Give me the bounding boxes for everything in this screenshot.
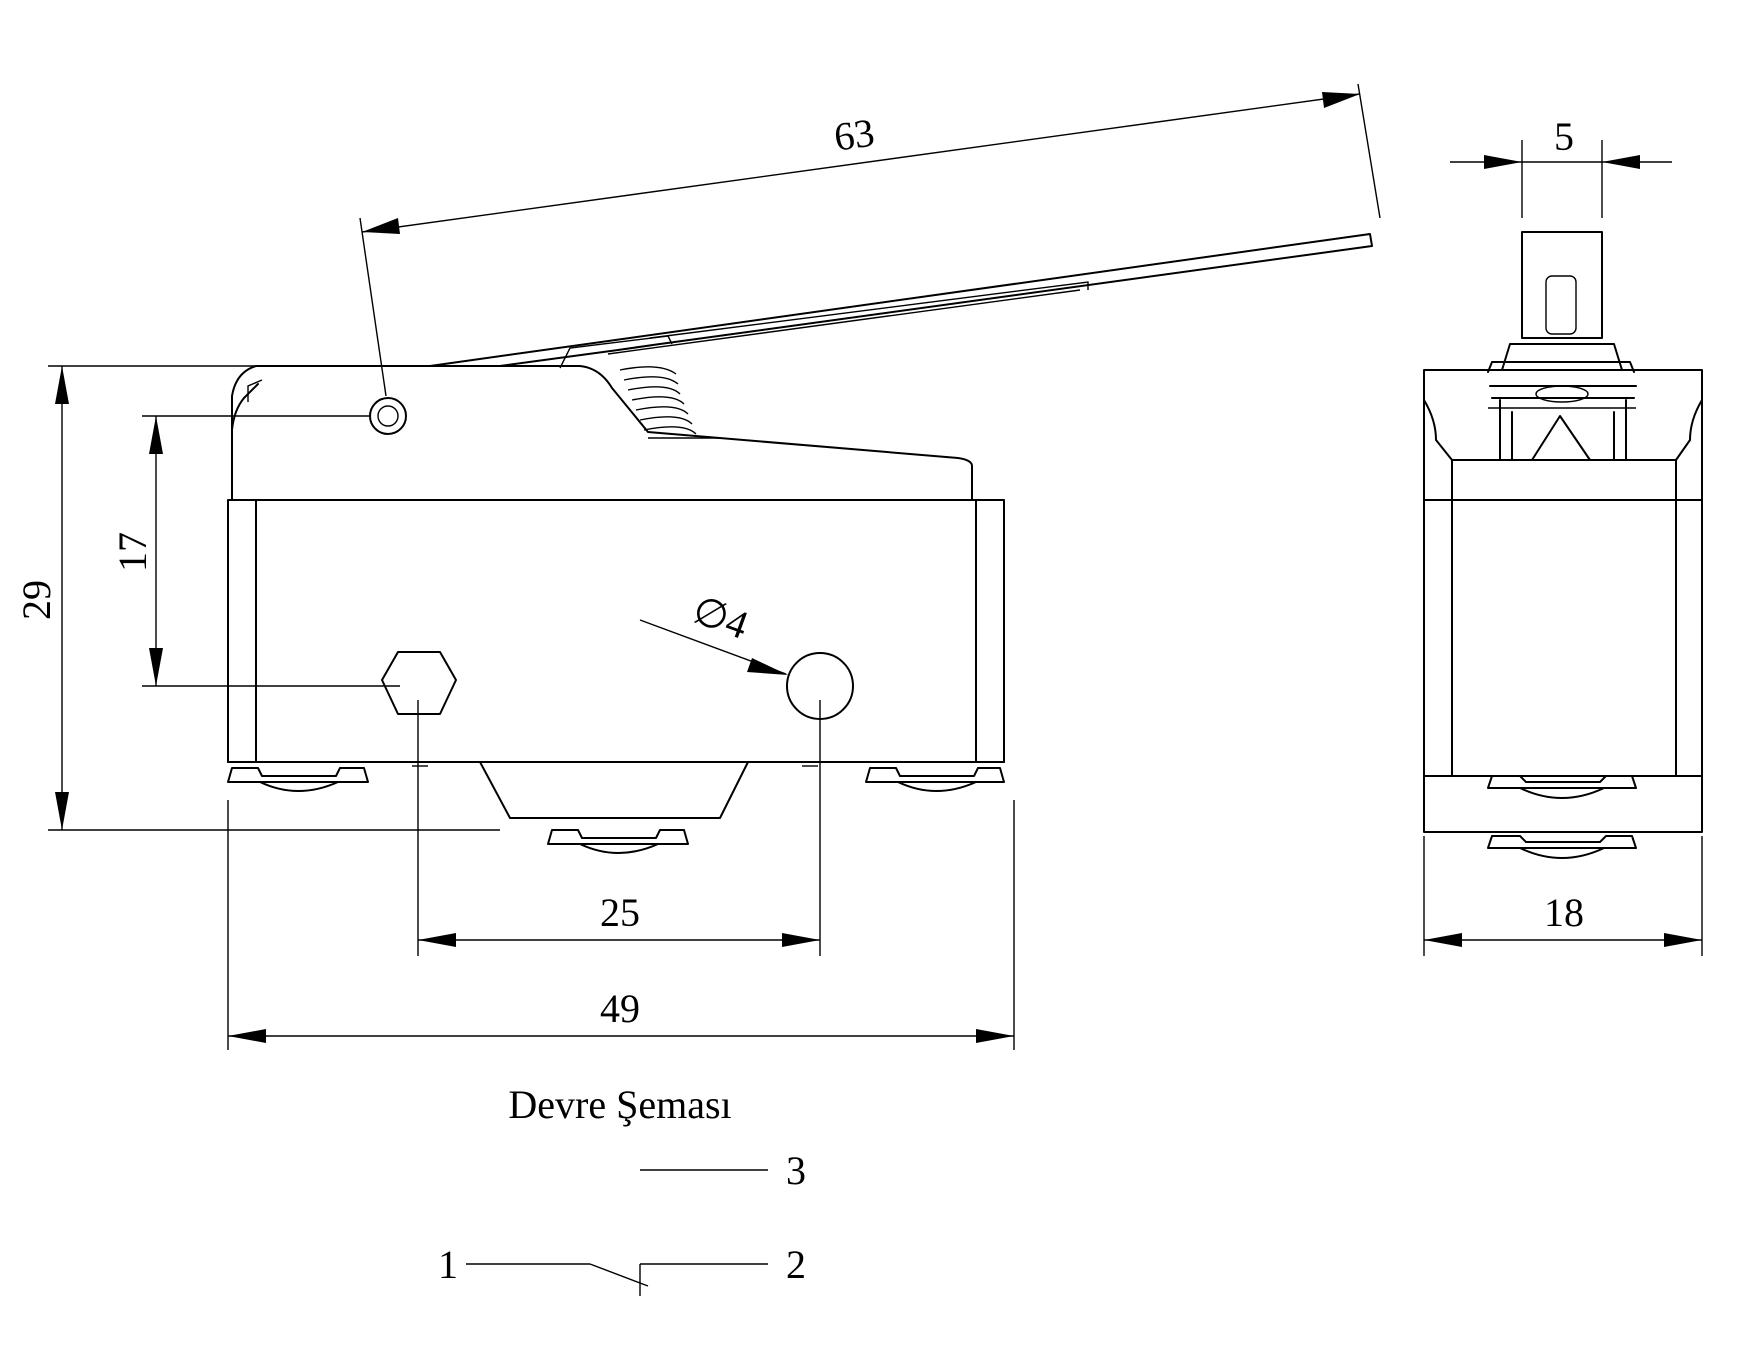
side-terminal-upper [1487, 775, 1637, 799]
lever-arm [429, 233, 1373, 367]
dim-body-width: 18 [1544, 890, 1584, 935]
schematic-title: Devre Şeması [508, 1082, 731, 1127]
mounting-hole-left [381, 651, 457, 715]
terminal-left [227, 767, 369, 792]
dim-actuator-width: 5 [1554, 114, 1574, 159]
switch-body [227, 499, 1005, 763]
side-terminal-lower [1487, 835, 1637, 859]
switch-blade [589, 1263, 649, 1287]
dim-total-height: 29 [14, 580, 59, 620]
dimension-lines [48, 83, 1703, 1050]
terminal-label-1: 1 [438, 1242, 458, 1287]
circuit-schematic: Devre Şeması 3 1 2 [438, 1082, 806, 1296]
body-base [227, 761, 1005, 819]
dim-hole-height: 17 [110, 532, 155, 572]
side-head [1423, 369, 1703, 501]
terminal-label-2: 2 [786, 1242, 806, 1287]
terminal-label-3: 3 [786, 1148, 806, 1193]
head-left-step [231, 397, 245, 501]
terminal-right [865, 767, 1005, 792]
spring [619, 366, 720, 439]
side-actuator [1521, 231, 1603, 339]
dim-body-length: 49 [600, 986, 640, 1031]
dim-hole-spacing: 25 [600, 890, 640, 935]
dim-lever-length: 63 [831, 110, 877, 160]
pivot-pin [369, 397, 407, 435]
switch-head [231, 365, 973, 501]
terminal-center [547, 829, 689, 854]
head-top-lip [243, 383, 259, 399]
front-view [227, 233, 1373, 854]
side-view [1423, 231, 1703, 859]
